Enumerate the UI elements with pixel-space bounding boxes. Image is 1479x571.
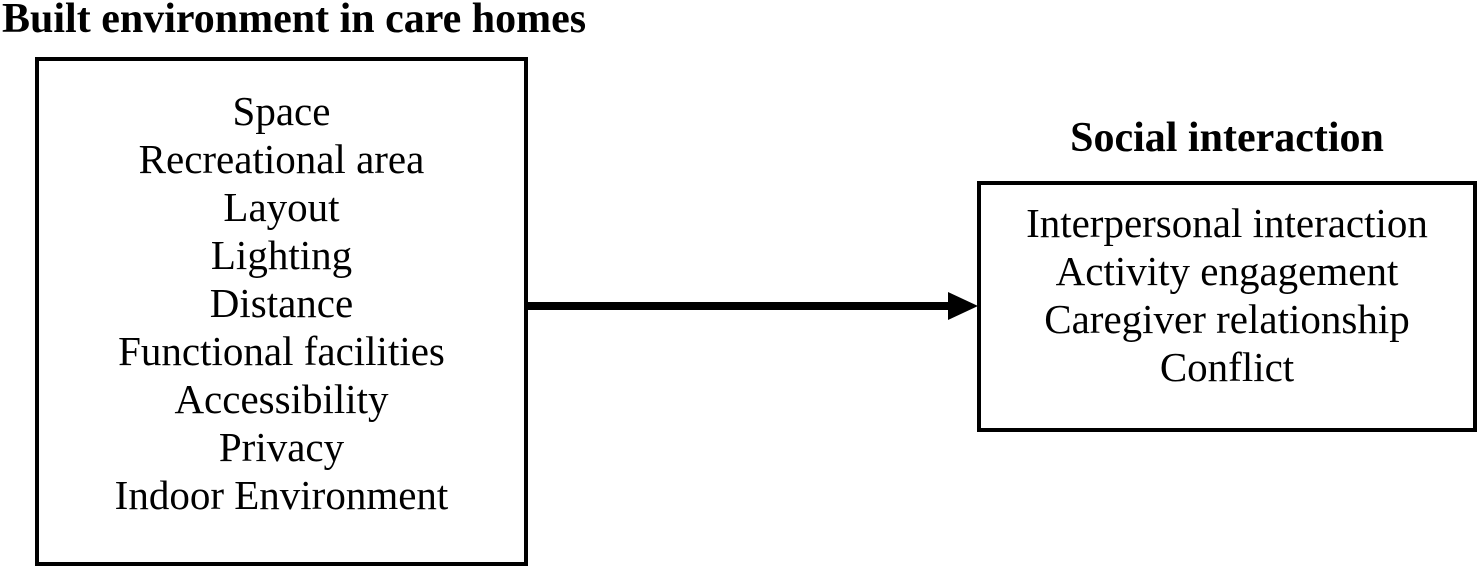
left-box-title: Built environment in care homes <box>2 0 587 42</box>
box-item: Functional facilities <box>118 328 445 374</box>
box-item: Recreational area <box>138 136 425 182</box>
arrow-head-icon <box>948 292 978 320</box>
box-item: Privacy <box>218 424 345 470</box>
right-box-title: Social interaction <box>1070 115 1384 161</box>
box-item: Caregiver relationship <box>1044 296 1410 342</box>
box-item: Interpersonal interaction <box>1026 200 1428 246</box>
arrow-shaft <box>528 302 952 310</box>
box-item: Lighting <box>210 232 353 278</box>
box-item: Activity engagement <box>1055 248 1399 294</box>
box-item: Accessibility <box>174 376 389 422</box>
box-item: Space <box>232 88 331 134</box>
box-item: Conflict <box>1159 344 1295 390</box>
box-item: Layout <box>223 184 340 230</box>
box-item: Distance <box>209 280 354 326</box>
box-item: Indoor Environment <box>114 472 449 518</box>
